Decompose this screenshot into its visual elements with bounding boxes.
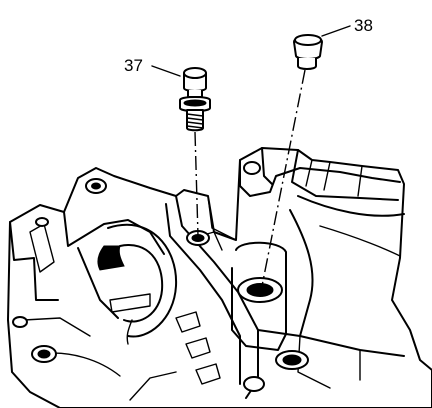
callout-label-plug: 38 xyxy=(354,16,373,35)
bolt-center-line xyxy=(194,131,199,237)
bolt-leader-line xyxy=(151,65,181,77)
engine-block-casting xyxy=(7,147,432,408)
casting-holes xyxy=(12,161,309,392)
callout-label-bolt: 37 xyxy=(124,56,143,75)
leader-lines xyxy=(151,25,351,77)
plug-fastener xyxy=(293,34,323,70)
bolt-fastener xyxy=(179,67,211,132)
plug-center-line xyxy=(261,69,306,287)
installation-center-lines xyxy=(194,69,306,287)
plug-leader-line xyxy=(321,25,351,37)
